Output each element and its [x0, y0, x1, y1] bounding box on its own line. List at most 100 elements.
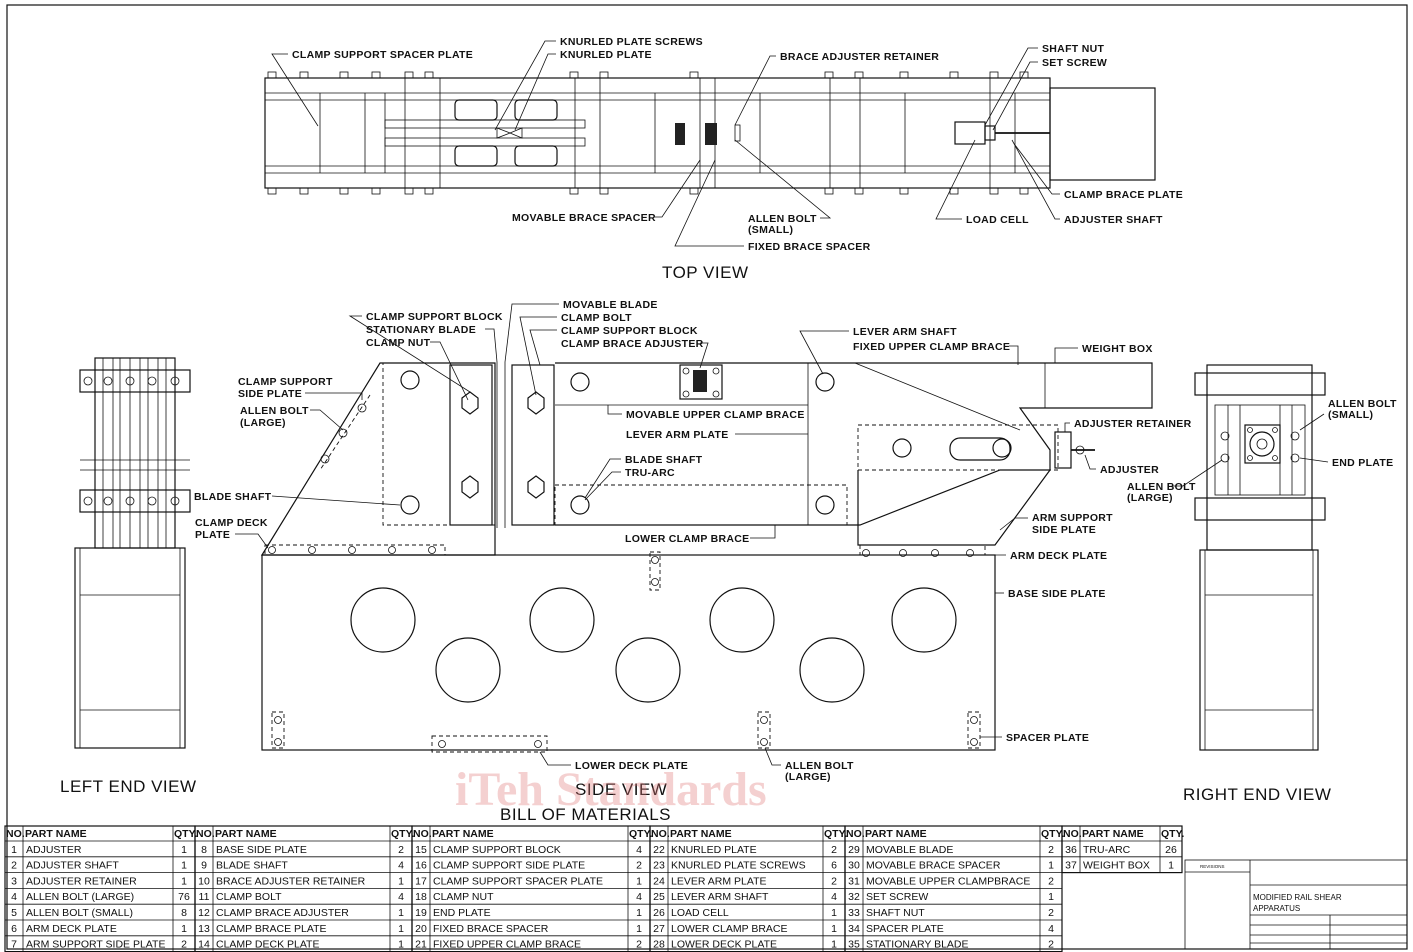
weight-box-top: [1049, 87, 1156, 181]
bom-header-qty: QTY.: [174, 828, 197, 840]
bom-row-qty: 2: [1048, 844, 1054, 856]
bom-row-qty: 76: [178, 891, 190, 903]
bom-row-qty: 2: [831, 875, 837, 887]
bom-header-no: NO.: [846, 828, 865, 840]
label-shaft-nut: SHAFT NUT: [1042, 43, 1104, 55]
label-blade-shaft-left: BLADE SHAFT: [194, 491, 272, 503]
top-view: [264, 71, 1156, 195]
title-block-title-2: APPARATUS: [1253, 904, 1300, 913]
label-allen-bolt-large-right-1: ALLEN BOLT: [1127, 481, 1196, 493]
bom-row-no: 33: [848, 907, 860, 919]
label-brace-adjuster-retainer: BRACE ADJUSTER RETAINER: [780, 51, 939, 63]
side-view: [260, 362, 1153, 753]
label-lower-deck-plate: LOWER DECK PLATE: [575, 760, 688, 772]
label-arm-support-side-plate-2: SIDE PLATE: [1032, 524, 1096, 536]
bom-row-qty: 2: [398, 844, 404, 856]
bom-row-part-name: CLAMP NUT: [433, 891, 494, 903]
bom-header-no: NO.: [651, 828, 670, 840]
bom-row-qty: 1: [181, 844, 187, 856]
bom-row-part-name: BASE SIDE PLATE: [216, 844, 307, 856]
label-end-plate: END PLATE: [1332, 457, 1393, 469]
bom-row-no: 12: [198, 907, 210, 919]
bom-row-no: 17: [415, 875, 427, 887]
bom-row-part-name: ADJUSTER RETAINER: [26, 875, 137, 887]
bom-row-no: 6: [11, 923, 17, 935]
bom-row-no: 3: [11, 875, 17, 887]
title-top-view: TOP VIEW: [662, 263, 749, 282]
bom-row-qty: 26: [1165, 844, 1177, 856]
label-tru-arc: TRU-ARC: [625, 467, 675, 479]
bom-row-qty: 2: [636, 939, 642, 951]
bom-row-qty: 2: [1048, 875, 1054, 887]
bom-row-no: 27: [653, 923, 665, 935]
right-end-view: ALLEN BOLT (SMALL) END PLATE ALLEN BOLT …: [1127, 364, 1397, 804]
label-adjuster: ADJUSTER: [1100, 464, 1159, 476]
bom-row-no: 15: [415, 844, 427, 856]
bom-row-qty: 4: [636, 844, 642, 856]
label-clamp-deck-plate-1: CLAMP DECK: [195, 517, 268, 529]
bom-row-part-name: LEVER ARM PLATE: [671, 875, 767, 887]
bom-header-no: NO.: [196, 828, 215, 840]
bom-row-part-name: ARM SUPPORT SIDE PLATE: [26, 939, 165, 951]
bom-row-part-name: END PLATE: [433, 907, 491, 919]
bom-row-part-name: ALLEN BOLT (SMALL): [26, 907, 133, 919]
label-clamp-brace-adjuster: CLAMP BRACE ADJUSTER: [561, 338, 704, 350]
label-allen-bolt-small-right-2: (SMALL): [1328, 409, 1373, 421]
bom-row-part-name: KNURLED PLATE: [671, 844, 757, 856]
bom-row-no: 19: [415, 907, 427, 919]
bom-row-no: 11: [199, 891, 210, 903]
bom-row-no: 25: [653, 891, 665, 903]
bom-row-part-name: ADJUSTER SHAFT: [26, 860, 119, 872]
label-clamp-support-spacer-plate: CLAMP SUPPORT SPACER PLATE: [292, 49, 473, 61]
bom-row-no: 37: [1065, 860, 1077, 872]
bom-row-no: 34: [848, 923, 860, 935]
bom-row-part-name: KNURLED PLATE SCREWS: [671, 860, 806, 872]
bom-row-no: 36: [1065, 844, 1077, 856]
label-lever-arm-plate: LEVER ARM PLATE: [626, 429, 729, 441]
label-stationary-blade: STATIONARY BLADE: [366, 324, 476, 336]
bom-row-qty: 1: [831, 923, 837, 935]
bom-header-no: NO.: [6, 828, 25, 840]
bom-row-no: 30: [848, 860, 860, 872]
bom-row-no: 9: [201, 860, 207, 872]
label-lower-clamp-brace: LOWER CLAMP BRACE: [625, 533, 750, 545]
bom-row-qty: 4: [636, 891, 642, 903]
bom-row-no: 5: [11, 907, 17, 919]
bom-row-no: 16: [415, 860, 427, 872]
label-allen-bolt-large-side-1: ALLEN BOLT: [240, 405, 309, 417]
bom-row-part-name: LEVER ARM SHAFT: [671, 891, 769, 903]
bom-header-qty: QTY.: [391, 828, 414, 840]
label-allen-bolt-large-bottom-2: (LARGE): [785, 771, 831, 783]
title-block-revisions: REVISIONS: [1200, 864, 1225, 869]
bom-header-no: NO.: [413, 828, 432, 840]
bom-row-part-name: CLAMP SUPPORT SPACER PLATE: [433, 875, 603, 887]
label-clamp-brace-plate: CLAMP BRACE PLATE: [1064, 189, 1183, 201]
label-base-side-plate: BASE SIDE PLATE: [1008, 588, 1106, 600]
label-allen-bolt-large-right-2: (LARGE): [1127, 492, 1173, 504]
bom-row-part-name: LOAD CELL: [671, 907, 729, 919]
label-movable-upper-clamp-brace: MOVABLE UPPER CLAMP BRACE: [626, 409, 805, 421]
bom-row-part-name: TRU-ARC: [1083, 844, 1131, 856]
bom-row-no: 13: [198, 923, 210, 935]
bom-row-part-name: CLAMP BOLT: [216, 891, 282, 903]
bom-row-no: 18: [415, 891, 427, 903]
label-clamp-bolt: CLAMP BOLT: [561, 312, 632, 324]
title-side-view: SIDE VIEW: [575, 780, 667, 799]
bom-row-no: 10: [198, 875, 210, 887]
label-movable-blade: MOVABLE BLADE: [563, 299, 658, 311]
bom-row-no: 22: [653, 844, 665, 856]
bom-row-qty: 2: [831, 844, 837, 856]
label-clamp-deck-plate-2: PLATE: [195, 529, 230, 541]
label-clamp-support-side-plate-1: CLAMP SUPPORT: [238, 376, 333, 388]
bom-row-qty: 1: [398, 907, 404, 919]
bom-row-no: 35: [848, 939, 860, 951]
bom-header-part-name: PART NAME: [670, 828, 732, 840]
base-side-plate-shape: [261, 554, 996, 751]
bom-row-part-name: CLAMP SUPPORT BLOCK: [433, 844, 561, 856]
bom-row-qty: 1: [1168, 860, 1174, 872]
bom-row-part-name: CLAMP BRACE ADJUSTER: [216, 907, 349, 919]
bom-header-part-name: PART NAME: [1082, 828, 1144, 840]
bom-header-qty: QTY.: [824, 828, 847, 840]
bom-header-part-name: PART NAME: [865, 828, 927, 840]
